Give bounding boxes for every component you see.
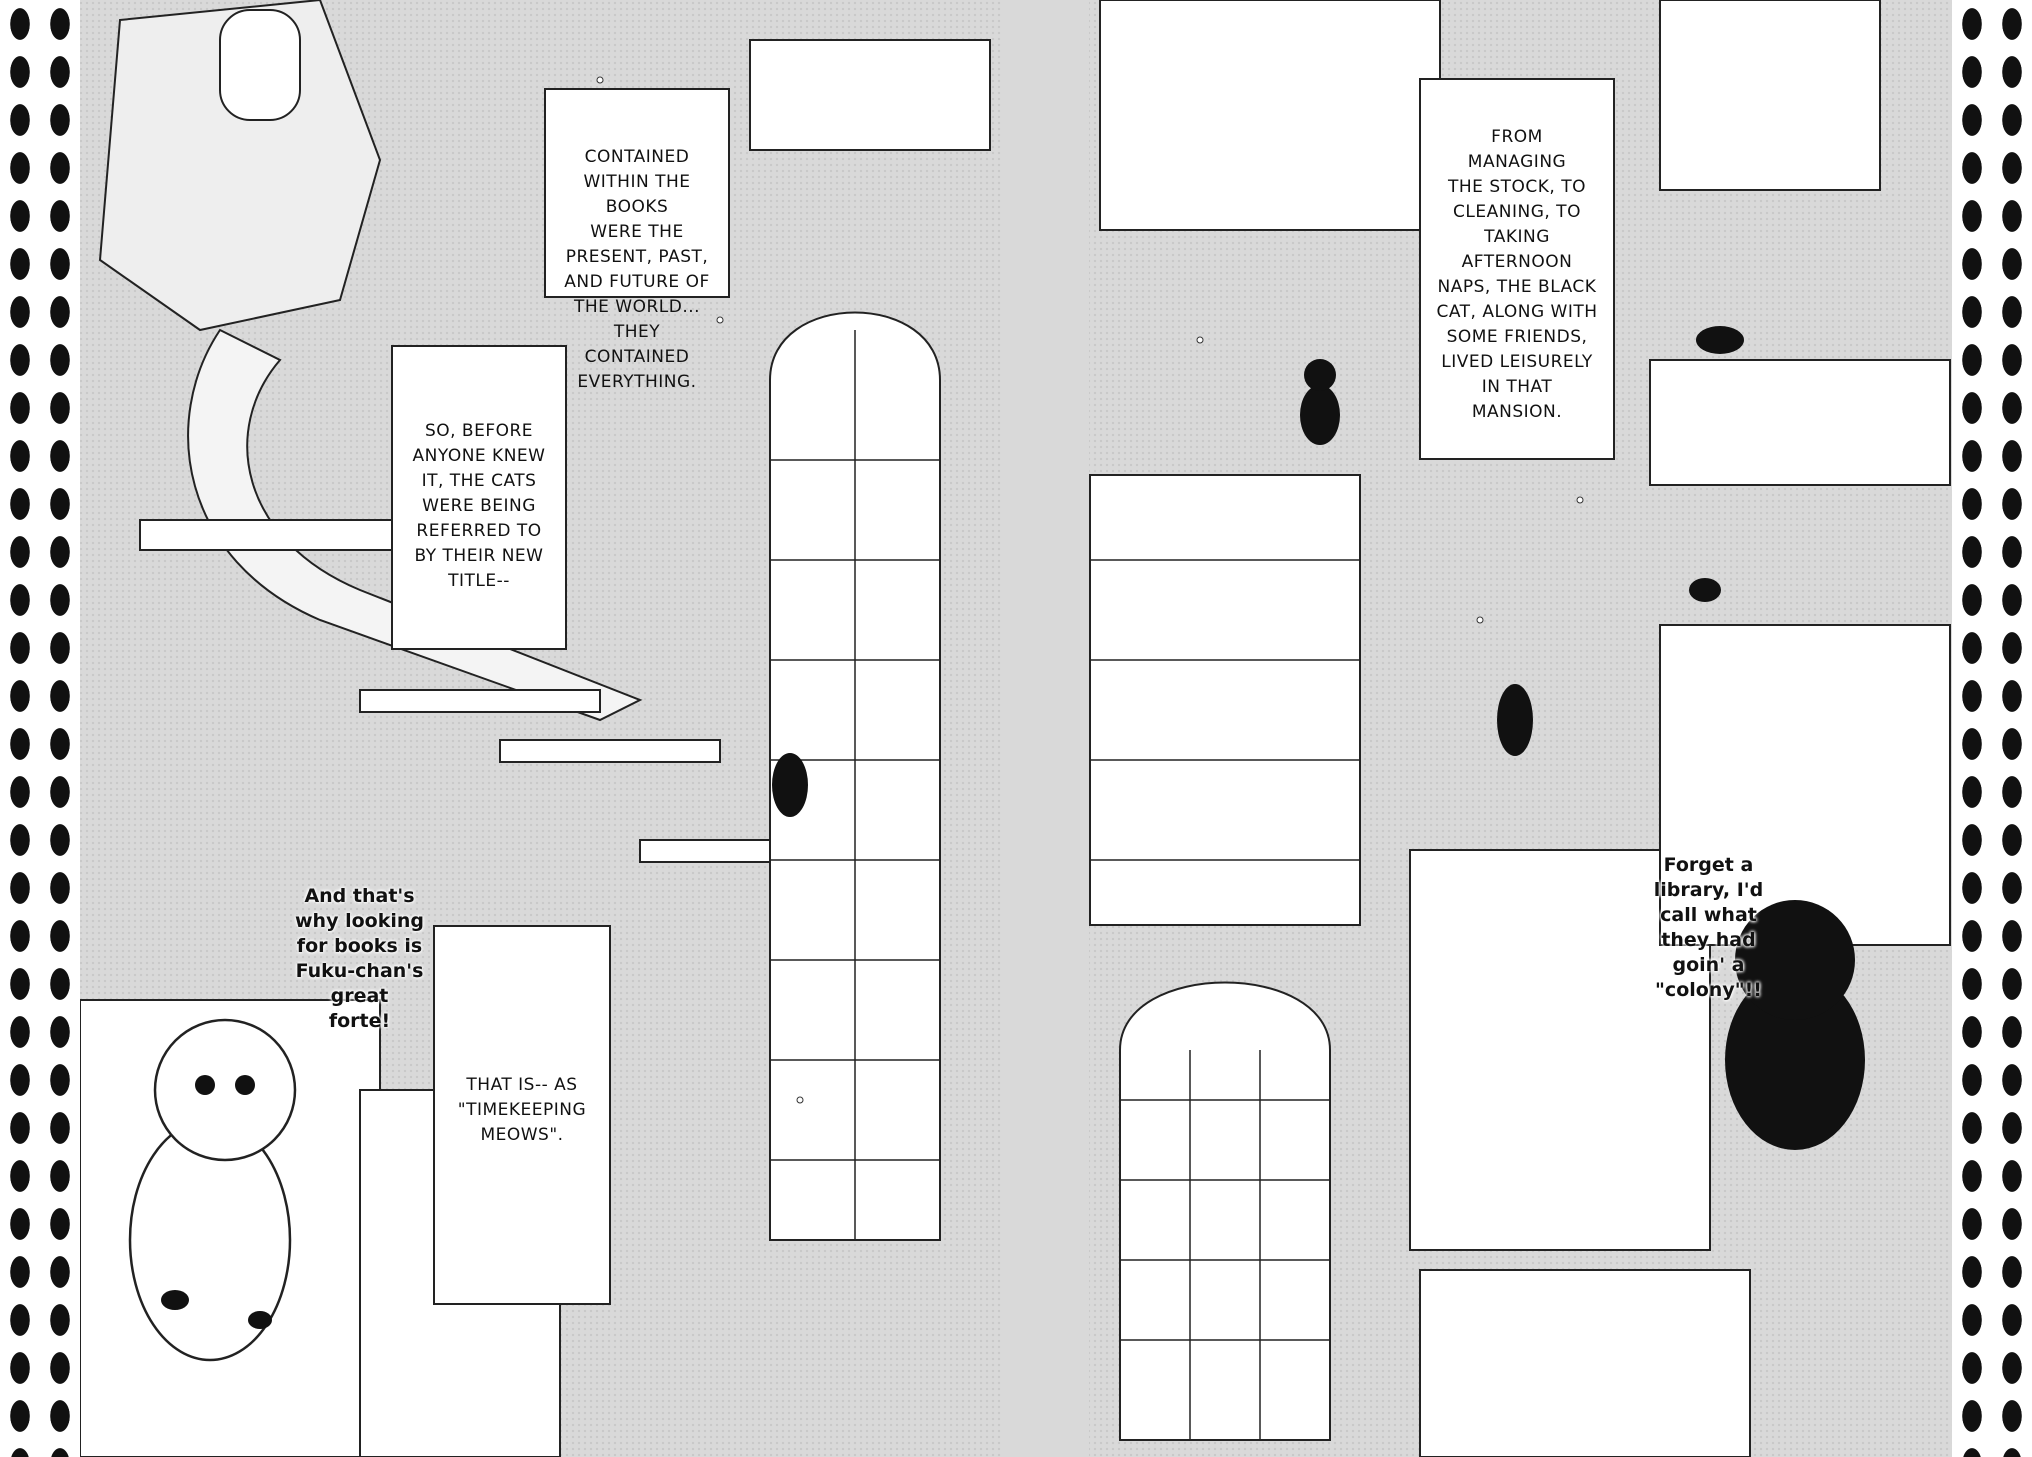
- handwritten-fuku-chan-forte: And that's why looking for books is Fuku…: [295, 885, 424, 1032]
- handwritten-colony-remark: Forget a library, I'd call what they had…: [1653, 854, 1764, 1001]
- right-vine-border: [1952, 0, 2032, 1457]
- caption-from-managing-the-stock: FROM MANAGING THE STOCK, TO CLEANING, TO…: [1419, 78, 1615, 460]
- caption-that-is-timekeeping-meows: THAT IS-- AS "TIMEKEEPING MEOWS".: [433, 925, 611, 1305]
- library-illustration: [80, 0, 1952, 1457]
- page-gutter: [1003, 0, 1089, 1457]
- caption-contained-within-books: CONTAINED WITHIN THE BOOKS WERE THE PRES…: [544, 88, 730, 392]
- caption-so-before-anyone-knew: SO, BEFORE ANYONE KNEW IT, THE CATS WERE…: [391, 345, 567, 650]
- left-vine-border: [0, 0, 80, 1457]
